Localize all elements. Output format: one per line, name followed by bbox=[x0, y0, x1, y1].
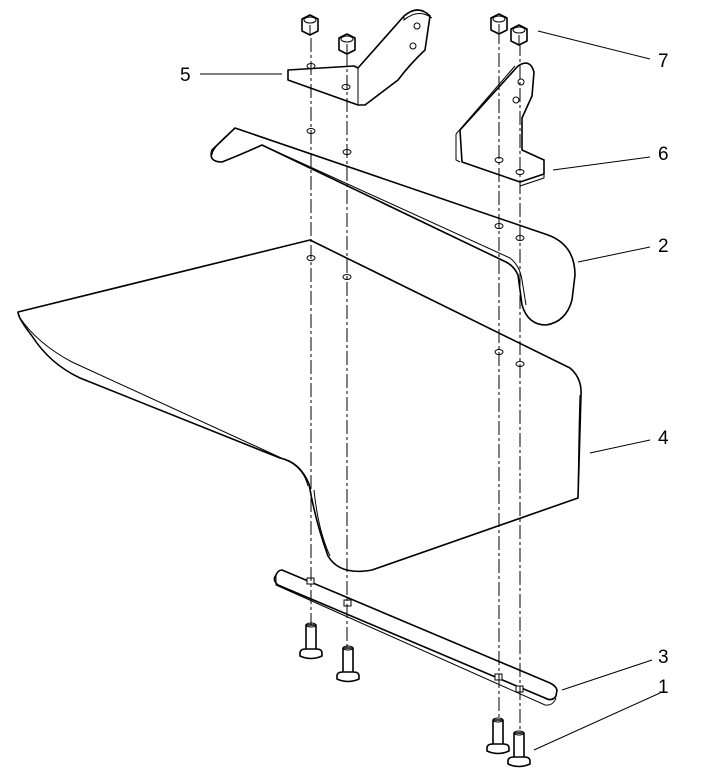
assembly-centerlines bbox=[310, 30, 521, 735]
callout-2: 2 bbox=[658, 236, 669, 257]
callout-4: 4 bbox=[658, 428, 669, 449]
hex-nut bbox=[510, 24, 528, 46]
deflector-shield bbox=[17, 239, 582, 573]
callout-6: 6 bbox=[658, 144, 669, 165]
hex-nut bbox=[338, 33, 356, 55]
callout-7: 7 bbox=[658, 51, 669, 72]
callout-3: 3 bbox=[658, 647, 669, 668]
hex-nut bbox=[490, 13, 508, 35]
carriage-bolt bbox=[507, 730, 531, 768]
leader-lines bbox=[200, 30, 661, 751]
carriage-bolt bbox=[336, 645, 360, 683]
carriage-bolts bbox=[299, 622, 531, 768]
carriage-bolt bbox=[299, 622, 323, 660]
callout-5: 5 bbox=[180, 65, 191, 86]
carriage-bolt bbox=[486, 717, 510, 755]
hex-nuts bbox=[301, 13, 528, 55]
right-bracket bbox=[455, 62, 545, 187]
callout-labels: 5 7 6 2 4 3 1 bbox=[180, 51, 669, 698]
callout-1: 1 bbox=[658, 677, 669, 698]
hex-nut bbox=[301, 14, 319, 36]
left-bracket bbox=[287, 9, 433, 106]
